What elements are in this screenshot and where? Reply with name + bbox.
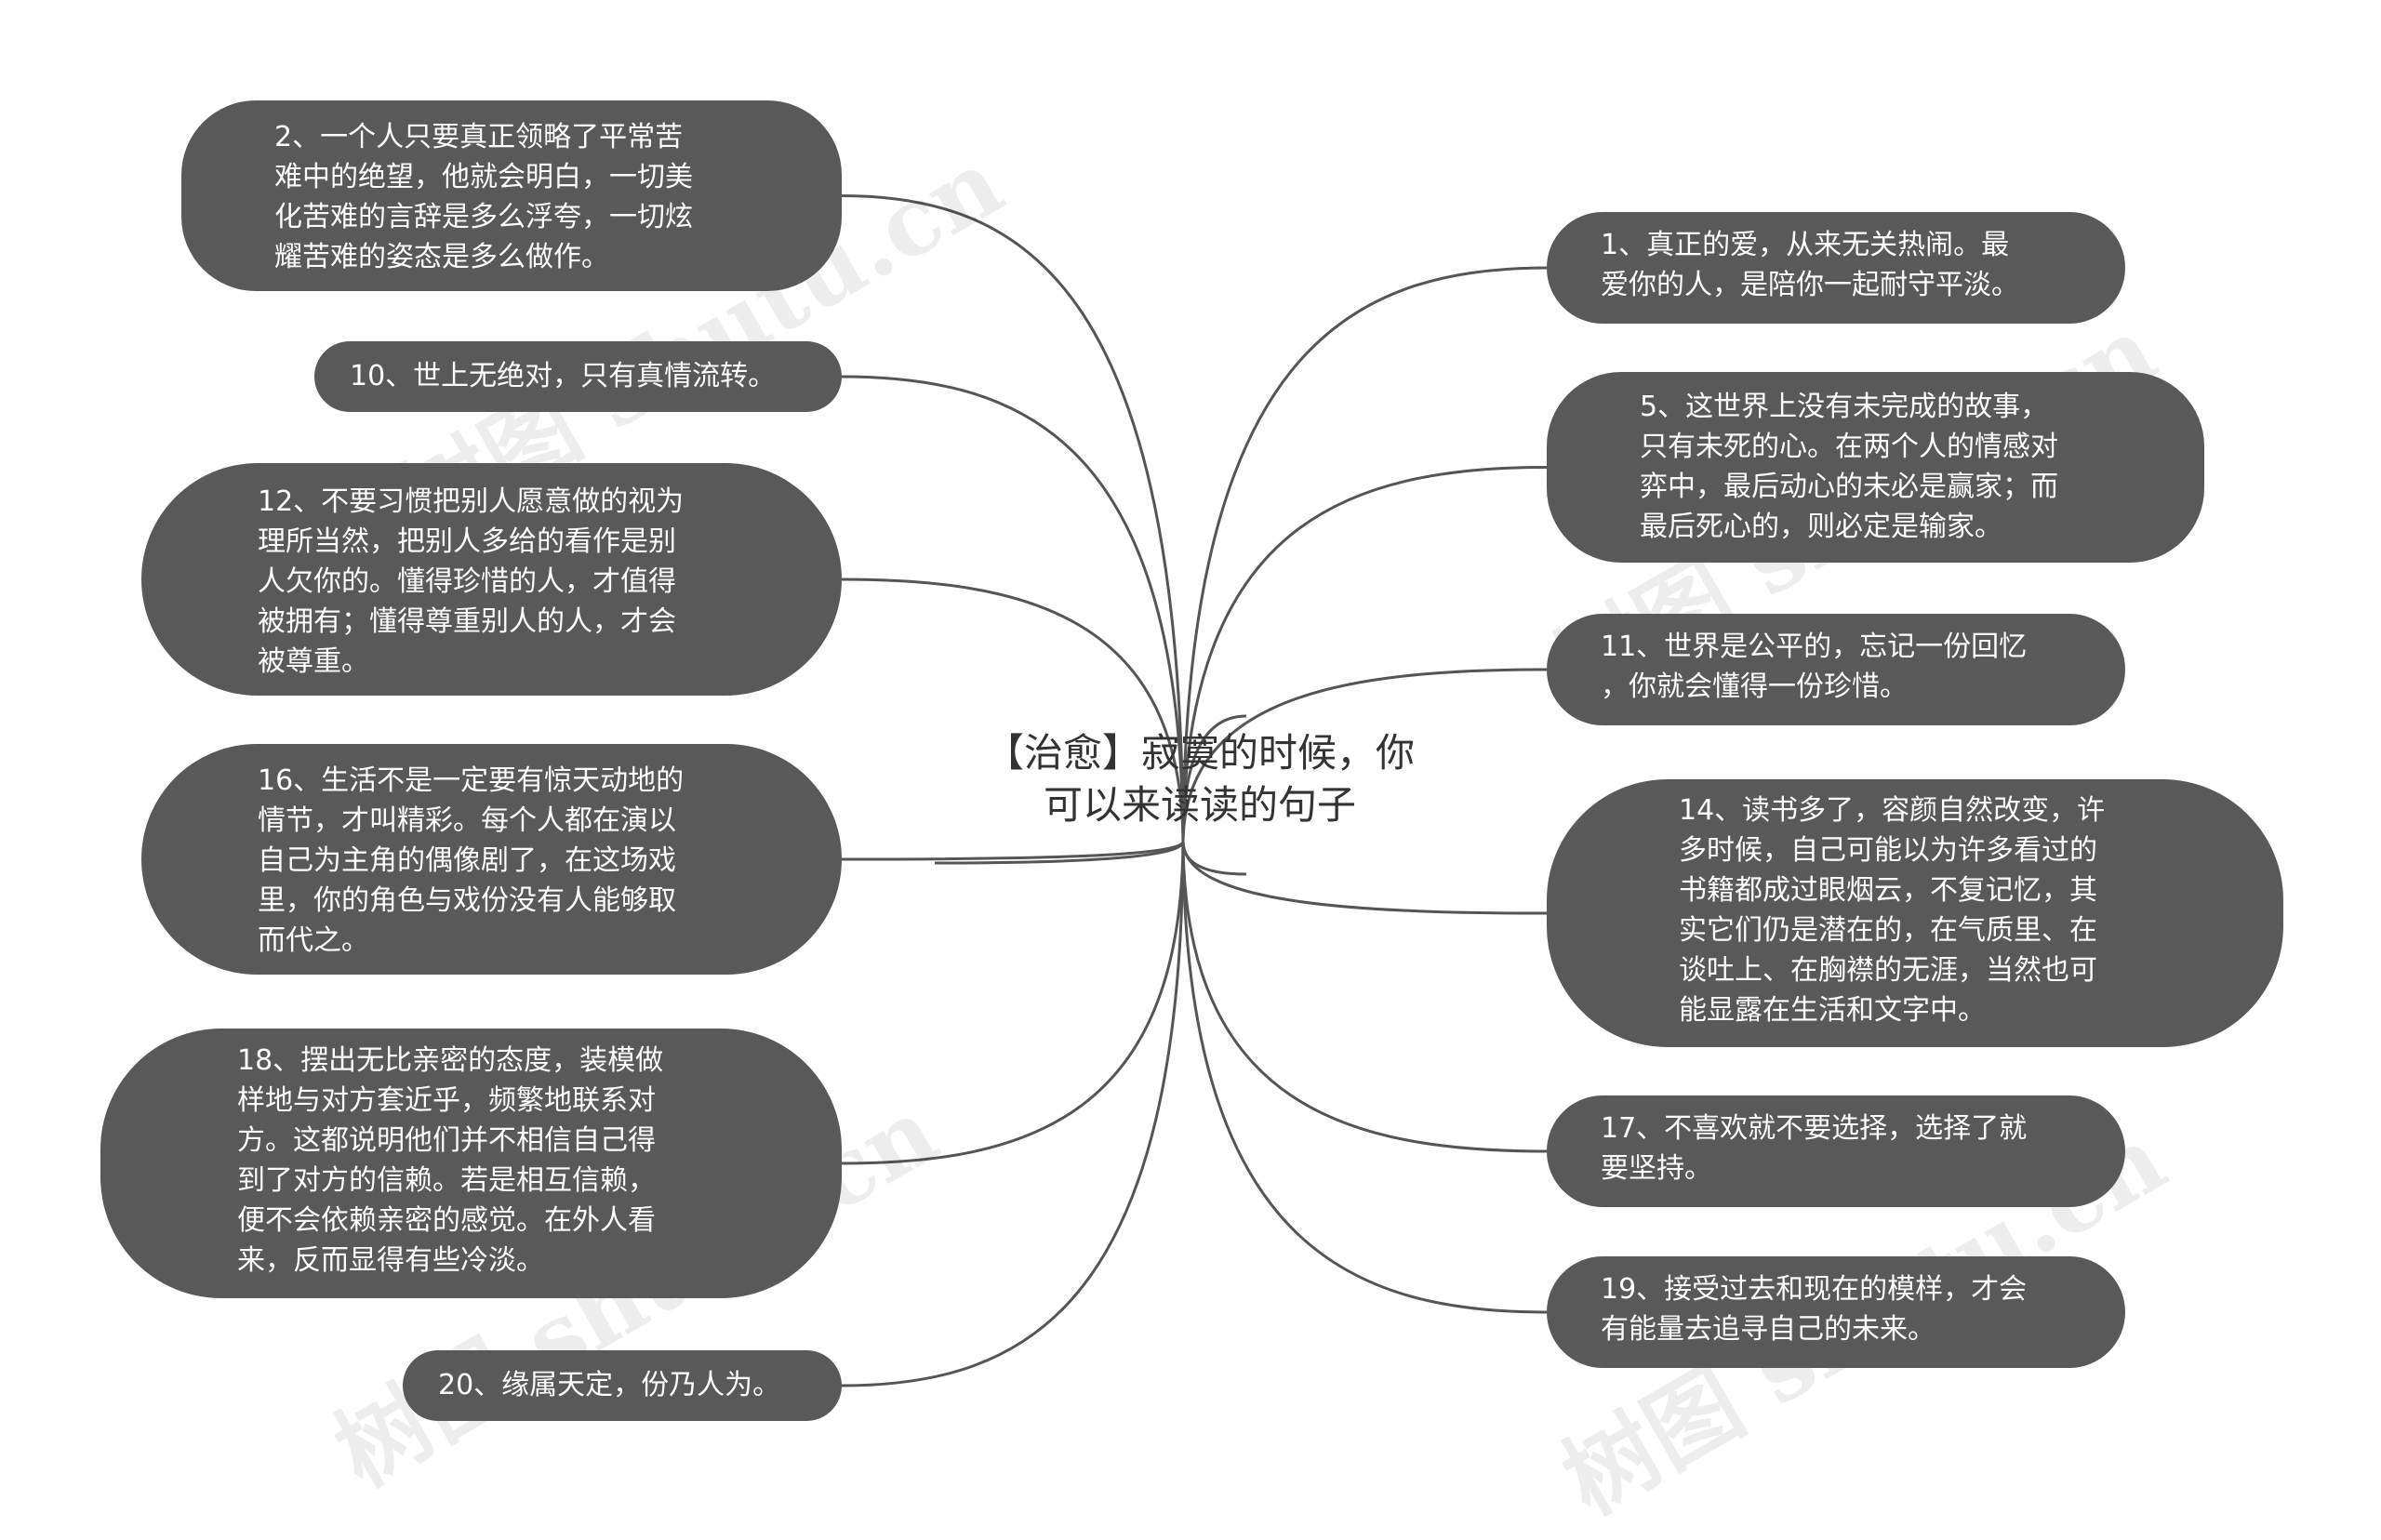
connector-line [1181, 841, 1548, 915]
topic-text: 19、接受过去和现在的模样，才会 有能量去追寻自己的未来。 [1601, 1273, 2028, 1346]
connector-line [841, 578, 1185, 843]
connector-line [841, 194, 1185, 843]
topic-text: 20、缘属天定，份乃人为。 [438, 1369, 781, 1401]
topic-text: 2、一个人只要真正领略了平常苦 难中的绝望，他就会明白，一切美 化苦难的言辞是多… [274, 121, 693, 273]
central-topic[interactable]: 【治愈】寂寞的时候，你 可以来读读的句子 [984, 730, 1415, 828]
connector-line [841, 375, 1185, 843]
topic-text: 16、生活不是一定要有惊天动地的 情节，才叫精彩。每个人都在演以 自己为主角的偶… [258, 764, 685, 957]
connector-line [1181, 266, 1548, 843]
connector-line [1181, 841, 1548, 1153]
topic-text: 14、读书多了，容颜自然改变，许 多时候，自己可能以为许多看过的 书籍都成过眼烟… [1679, 794, 2106, 1027]
connector-line [934, 841, 1185, 865]
topic-text: 17、不喜欢就不要选择，选择了就 要坚持。 [1601, 1112, 2028, 1185]
topic-node[interactable]: 1、真正的爱，从来无关热闹。最 爱你的人，是陪你一起耐守平淡。 [1547, 212, 2125, 324]
connector-line [841, 841, 1185, 1387]
connector-line [1181, 466, 1548, 843]
topic-node[interactable]: 10、世上无绝对，只有真情流转。 [314, 341, 842, 412]
connector-line [1181, 668, 1548, 843]
topic-node[interactable]: 17、不喜欢就不要选择，选择了就 要坚持。 [1547, 1095, 2125, 1207]
topic-text: 18、摆出无比亲密的态度，装模做 样地与对方套近乎，频繁地联系对 方。这都说明他… [237, 1044, 664, 1277]
connector-line [1181, 714, 1247, 843]
connector-line [841, 841, 1185, 861]
topic-text: 12、不要习惯把别人愿意做的视为 理所当然，把别人多给的看作是别 人欠你的。懂得… [258, 485, 685, 678]
topic-node[interactable]: 14、读书多了，容颜自然改变，许 多时候，自己可能以为许多看过的 书籍都成过眼烟… [1547, 779, 2283, 1047]
topic-text: 1、真正的爱，从来无关热闹。最 爱你的人，是陪你一起耐守平淡。 [1601, 229, 2019, 301]
topic-node[interactable]: 12、不要习惯把别人愿意做的视为 理所当然，把别人多给的看作是别 人欠你的。懂得… [141, 463, 842, 696]
topic-text: 10、世上无绝对，只有真情流转。 [350, 360, 777, 392]
topic-node[interactable]: 20、缘属天定，份乃人为。 [403, 1350, 842, 1421]
topic-node[interactable]: 5、这世界上没有未完成的故事， 只有未死的心。在两个人的情感对 弈中，最后动心的… [1547, 372, 2204, 563]
topic-node[interactable]: 2、一个人只要真正领略了平常苦 难中的绝望，他就会明白，一切美 化苦难的言辞是多… [181, 100, 842, 291]
connector-line [841, 841, 1185, 1165]
topic-node[interactable]: 11、世界是公平的，忘记一份回忆 ，你就会懂得一份珍惜。 [1547, 614, 2125, 725]
connector-line [1181, 841, 1247, 876]
connector-line [1181, 841, 1548, 1314]
topic-node[interactable]: 19、接受过去和现在的模样，才会 有能量去追寻自己的未来。 [1547, 1256, 2125, 1368]
topic-text: 11、世界是公平的，忘记一份回忆 ，你就会懂得一份珍惜。 [1601, 631, 2028, 703]
topic-node[interactable]: 18、摆出无比亲密的态度，装模做 样地与对方套近乎，频繁地联系对 方。这都说明他… [100, 1029, 842, 1298]
topic-node[interactable]: 16、生活不是一定要有惊天动地的 情节，才叫精彩。每个人都在演以 自己为主角的偶… [141, 744, 842, 975]
topic-text: 5、这世界上没有未完成的故事， 只有未死的心。在两个人的情感对 弈中，最后动心的… [1640, 391, 2058, 543]
